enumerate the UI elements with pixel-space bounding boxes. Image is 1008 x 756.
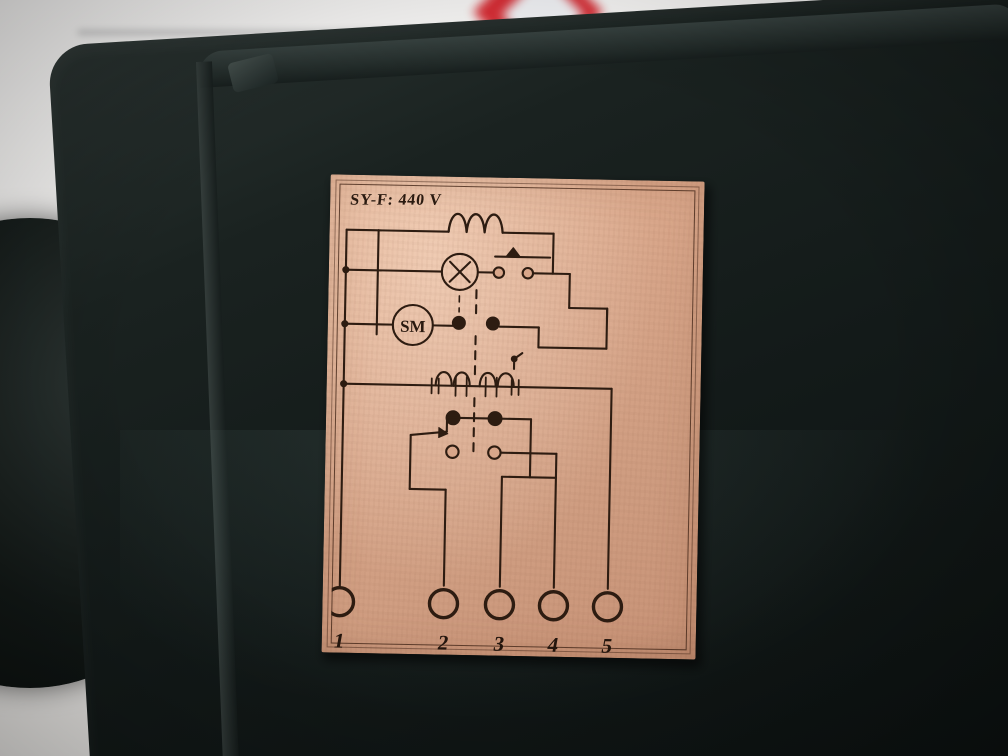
terminal-ring-1	[330, 585, 356, 618]
wire-contact-to-right-bus	[532, 272, 571, 276]
wire-lower-join-2	[500, 475, 531, 479]
solenoid-loop-4	[496, 372, 515, 388]
terminal-ring-2	[427, 587, 460, 620]
wire-coil-right	[501, 231, 555, 235]
wire-lower-right	[499, 417, 533, 421]
contact-actuator-bar	[494, 255, 552, 259]
wire-left-bus-top-link	[345, 228, 380, 232]
wire-solenoid-right	[517, 385, 613, 390]
wire-to-terminal-3	[498, 475, 503, 588]
junction-dot-3	[340, 380, 348, 388]
inductor-coil-icon	[447, 212, 504, 234]
contact-blade-tip-icon	[438, 427, 449, 439]
wire-blade-left-bottom	[408, 487, 447, 491]
solenoid-axis	[430, 384, 520, 389]
wiring-diagram-plate: SY-F: 440 V	[321, 174, 711, 668]
wire-right-bus-a	[568, 272, 571, 310]
lower-open-right-icon	[487, 445, 502, 460]
wire-to-terminal-1	[338, 532, 342, 589]
wire-blade-left-down	[408, 433, 412, 491]
wire-to-terminal-2	[442, 488, 447, 587]
terminal-ring-3	[483, 589, 516, 621]
terminal-ring-5	[591, 591, 624, 623]
wire-to-terminal-4	[552, 476, 557, 589]
junction-dot-2	[341, 320, 349, 328]
motor-sm-label: SM	[400, 317, 426, 336]
mechanical-linkage-lower	[472, 397, 476, 456]
wire-contact-sm-right	[498, 325, 540, 329]
delta-marker-icon	[505, 247, 521, 258]
wire-coil-down-right	[551, 232, 555, 275]
terminal-ring-4	[537, 590, 570, 622]
wire-to-coil-left	[377, 229, 450, 233]
contact-open-right-icon	[521, 266, 535, 280]
wire-solenoid-tap-diag	[513, 352, 524, 361]
plate-paper: SY-F: 440 V	[321, 174, 705, 660]
lamp-x-cross-icon	[448, 260, 472, 284]
contact-open-left-icon	[492, 266, 506, 279]
wire-sm-to-rightbus	[537, 346, 608, 350]
wire-sm-left	[343, 322, 394, 326]
solenoid-loop-2	[452, 371, 471, 388]
wire-lower-open-right	[500, 451, 558, 455]
wire-lower-contacts-bar	[446, 416, 503, 420]
lower-open-left-icon	[445, 444, 460, 460]
contact-closed-left-icon	[451, 315, 466, 330]
wire-lower-right-down	[528, 418, 533, 479]
solenoid-loop-1	[434, 371, 453, 387]
wire-right-bus-b	[568, 306, 609, 310]
mechanical-linkage-mid	[473, 335, 477, 376]
schematic-drawing: X SM	[330, 184, 696, 651]
wire-left-top-vert	[375, 229, 380, 336]
solenoid-loop-3	[478, 371, 497, 388]
wire-lamp-row-left	[344, 268, 443, 273]
contact-closed-right-icon	[485, 316, 500, 331]
wire-right-bus-join	[605, 307, 609, 350]
wire-solenoid-left	[342, 382, 433, 387]
wire-to-terminal-5	[606, 387, 613, 590]
